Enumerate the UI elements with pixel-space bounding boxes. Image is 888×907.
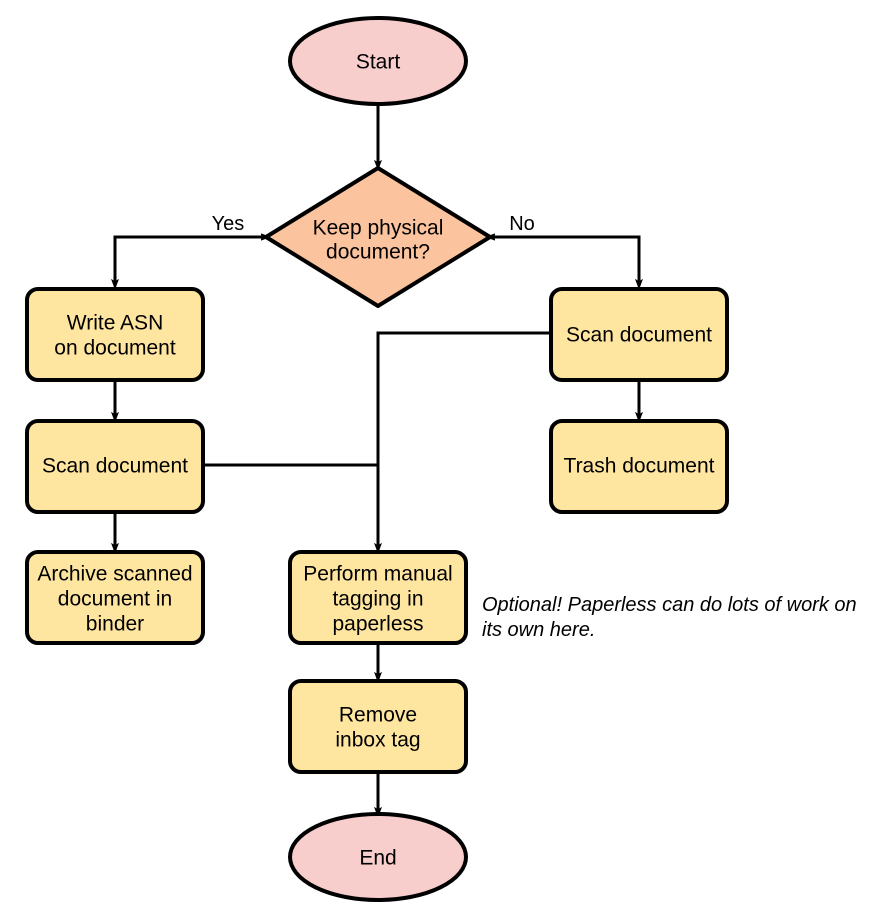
write-asn-label-line1: Write ASN — [67, 312, 163, 335]
node-perform-manual-tagging[interactable]: Perform manual tagging in paperless — [288, 550, 468, 645]
scan-document-right-box-shape — [549, 287, 729, 382]
edge-label-no: No — [509, 213, 535, 235]
node-scan-document-right[interactable]: Scan document — [549, 287, 729, 382]
node-start[interactable]: Start — [288, 16, 468, 106]
trash-document-label: Trash document — [564, 455, 715, 478]
remove-inbox-label-line1: Remove — [339, 704, 417, 727]
remove-inbox-box-shape — [288, 679, 468, 774]
archive-label-line2: document in — [58, 588, 172, 611]
edges-layer — [115, 102, 639, 813]
write-asn-label-line2: on document — [54, 337, 176, 360]
remove-inbox-label-line2: inbox tag — [335, 729, 420, 752]
edge-label-yes: Yes — [212, 213, 245, 235]
decision-diamond-shape — [264, 166, 492, 308]
edge-no-to-scan-right — [490, 237, 639, 285]
tagging-box-shape — [288, 550, 468, 645]
archive-label-line3: binder — [86, 613, 144, 636]
start-ellipse-shape — [288, 16, 468, 106]
scan-document-left-label: Scan document — [42, 455, 188, 478]
start-label: Start — [356, 51, 401, 74]
tagging-label-line1: Perform manual — [303, 563, 452, 586]
node-end[interactable]: End — [288, 812, 468, 902]
scan-document-left-box-shape — [25, 419, 205, 514]
archive-label-line1: Archive scanned — [37, 563, 192, 586]
decision-label-line2: document? — [326, 241, 430, 264]
edge-labels-layer: Yes No — [212, 213, 535, 235]
write-asn-box-shape — [25, 287, 205, 382]
node-decision-keep-physical-document[interactable]: Keep physical document? — [264, 166, 492, 308]
annotation-line1: Optional! Paperless can do lots of work … — [482, 594, 857, 616]
node-write-asn-on-document[interactable]: Write ASN on document — [25, 287, 205, 382]
node-trash-document[interactable]: Trash document — [549, 419, 729, 514]
end-ellipse-shape — [288, 812, 468, 902]
scan-document-right-label: Scan document — [566, 324, 712, 347]
edge-scan-right-to-tagging — [378, 331, 551, 549]
node-scan-document-left[interactable]: Scan document — [25, 419, 205, 514]
tagging-label-line2: tagging in — [332, 588, 423, 611]
trash-document-box-shape — [549, 419, 729, 514]
end-label: End — [359, 847, 396, 870]
edge-yes-to-write-asn — [115, 237, 266, 285]
decision-label-line1: Keep physical — [313, 217, 444, 240]
annotation-line2: its own here. — [482, 619, 595, 641]
node-archive-scanned-document[interactable]: Archive scanned document in binder — [25, 550, 205, 645]
archive-box-shape — [25, 550, 205, 645]
annotation-optional-paperless: Optional! Paperless can do lots of work … — [482, 594, 857, 641]
tagging-label-line3: paperless — [332, 613, 423, 636]
node-remove-inbox-tag[interactable]: Remove inbox tag — [288, 679, 468, 774]
